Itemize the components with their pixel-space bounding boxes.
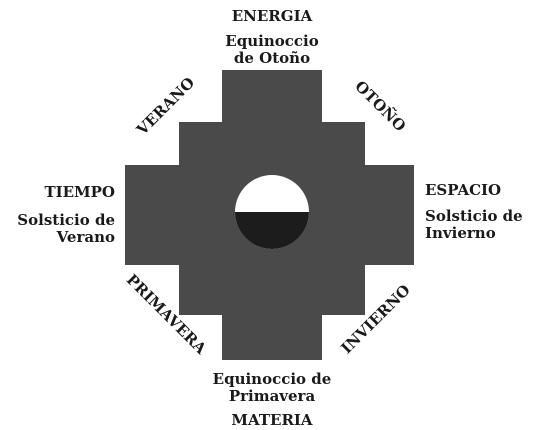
winter-solstice-label: Solsticio de Invierno [425, 208, 535, 242]
espacio-label: ESPACIO [425, 181, 502, 199]
winter-solstice-line1: Solsticio de [425, 207, 523, 225]
summer-solstice-line1: Solsticio de [17, 211, 115, 229]
spring-equinox-line2: Primavera [228, 387, 316, 405]
spring-equinox-line1: Equinoccio de [212, 370, 332, 388]
autumn-equinox-line2: de Otoño [233, 49, 311, 67]
summer-solstice-line2: Verano [56, 228, 115, 246]
winter-solstice-line2: Invierno [425, 224, 496, 242]
spring-equinox-label: Equinoccio de Primavera [192, 371, 352, 405]
autumn-equinox-label: Equinoccio de Otoño [192, 33, 352, 67]
energia-label: ENERGIA [231, 7, 313, 25]
materia-label: MATERIA [231, 411, 313, 429]
summer-solstice-label: Solsticio de Verano [2, 212, 115, 246]
autumn-equinox-line1: Equinoccio [225, 32, 319, 50]
half-dark-circle-icon [235, 175, 309, 249]
tiempo-label: TIEMPO [44, 183, 115, 201]
